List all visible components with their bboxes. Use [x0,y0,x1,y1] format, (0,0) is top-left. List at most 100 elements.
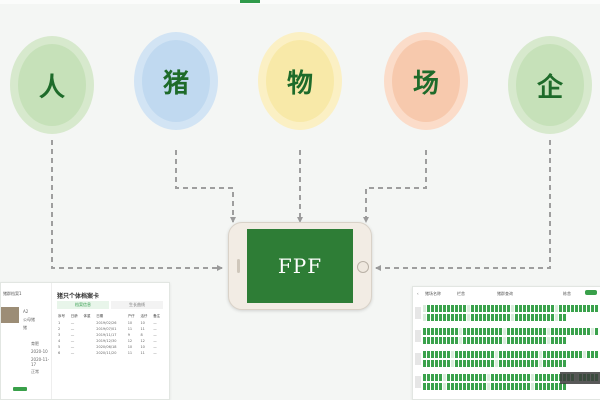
pen-cell[interactable] [487,374,490,381]
pen-cell[interactable] [571,328,574,335]
pen-cell[interactable] [483,359,486,367]
farm-selector[interactable]: 猪场名称 [425,291,441,296]
pen-cell[interactable] [555,351,558,358]
pen-selector[interactable]: 栏舍 [457,291,465,296]
pen-cell[interactable] [539,351,542,358]
pen-cell[interactable] [435,359,438,367]
pen-cell[interactable] [499,351,502,358]
pen-cell[interactable] [459,374,462,381]
pen-cell[interactable] [431,351,434,358]
pen-cell[interactable] [471,305,474,312]
pen-cell[interactable] [431,382,434,390]
pen-cell[interactable] [499,374,502,381]
pen-cell[interactable] [423,336,426,344]
pen-cell[interactable] [467,313,470,321]
pen-cell[interactable] [423,359,426,367]
pen-cell[interactable] [523,328,526,335]
pen-cell[interactable] [471,328,474,335]
pen-cell[interactable] [559,336,562,344]
pen-cell[interactable] [507,351,510,358]
pen-cell[interactable] [511,351,514,358]
pen-cell[interactable] [483,328,486,335]
pen-cell[interactable] [471,336,474,344]
pen-cell[interactable] [443,313,446,321]
pen-cell[interactable] [435,305,438,312]
pen-cell[interactable] [523,313,526,321]
pen-cell[interactable] [527,328,530,335]
pen-cell[interactable] [551,351,554,358]
pen-cell[interactable] [479,351,482,358]
pen-cell[interactable] [519,359,522,367]
pen-cell[interactable] [567,328,570,335]
pen-cell[interactable] [555,313,558,321]
pen-cell[interactable] [423,313,426,321]
pen-cell[interactable] [495,328,498,335]
pen-cell[interactable] [527,351,530,358]
pen-cell[interactable] [491,374,494,381]
pen-cell[interactable] [435,336,438,344]
pen-cell[interactable] [467,374,470,381]
pen-cell[interactable] [443,305,446,312]
pen-cell[interactable] [459,359,462,367]
pen-cell[interactable] [591,305,594,312]
pen-cell[interactable] [471,359,474,367]
pen-cell[interactable] [519,336,522,344]
pen-cell[interactable] [515,359,518,367]
pen-cell[interactable] [491,305,494,312]
pen-cell[interactable] [511,382,514,390]
pen-cell[interactable] [527,313,530,321]
pen-cell[interactable] [491,328,494,335]
pen-cell[interactable] [551,313,554,321]
pen-cell[interactable] [535,313,538,321]
pen-cell[interactable] [491,382,494,390]
pen-cell[interactable] [503,305,506,312]
pen-cell[interactable] [443,336,446,344]
pen-cell[interactable] [487,313,490,321]
pen-cell[interactable] [531,351,534,358]
pen-cell[interactable] [543,351,546,358]
tab-record-info[interactable]: 档案信息 [57,301,109,309]
pen-cell[interactable] [527,305,530,312]
pen-cell[interactable] [471,374,474,381]
pen-cell[interactable] [571,305,574,312]
pen-cell[interactable] [435,374,438,381]
pen-cell[interactable] [555,305,558,312]
pen-cell[interactable] [575,305,578,312]
pen-cell[interactable] [551,382,554,390]
pen-cell[interactable] [535,328,538,335]
pen-cell[interactable] [543,305,546,312]
pen-cell[interactable] [463,305,466,312]
pen-cell[interactable] [591,351,594,358]
pen-cell[interactable] [467,382,470,390]
pen-cell[interactable] [423,305,426,312]
pen-cell[interactable] [475,351,478,358]
pen-cell[interactable] [539,305,542,312]
pen-cell[interactable] [447,351,450,358]
pen-cell[interactable] [547,305,550,312]
pen-cell[interactable] [463,328,466,335]
pen-cell[interactable] [519,382,522,390]
pen-cell[interactable] [567,351,570,358]
pen-cell[interactable] [583,351,586,358]
pen-cell[interactable] [535,336,538,344]
pen-cell[interactable] [483,374,486,381]
pen-cell[interactable] [483,336,486,344]
pen-cell[interactable] [455,374,458,381]
pen-cell[interactable] [555,374,558,381]
pen-cell[interactable] [555,382,558,390]
pen-cell[interactable] [463,382,466,390]
pen-cell[interactable] [511,313,514,321]
pen-cell[interactable] [519,374,522,381]
pen-cell[interactable] [503,313,506,321]
pen-cell[interactable] [439,359,442,367]
pen-cell[interactable] [507,374,510,381]
pen-cell[interactable] [503,336,506,344]
pen-cell[interactable] [479,313,482,321]
pen-cell[interactable] [455,305,458,312]
pen-cell[interactable] [507,313,510,321]
pen-cell[interactable] [563,336,566,344]
pen-cell[interactable] [555,336,558,344]
pen-cell[interactable] [495,374,498,381]
pen-cell[interactable] [475,382,478,390]
pen-cell[interactable] [459,351,462,358]
